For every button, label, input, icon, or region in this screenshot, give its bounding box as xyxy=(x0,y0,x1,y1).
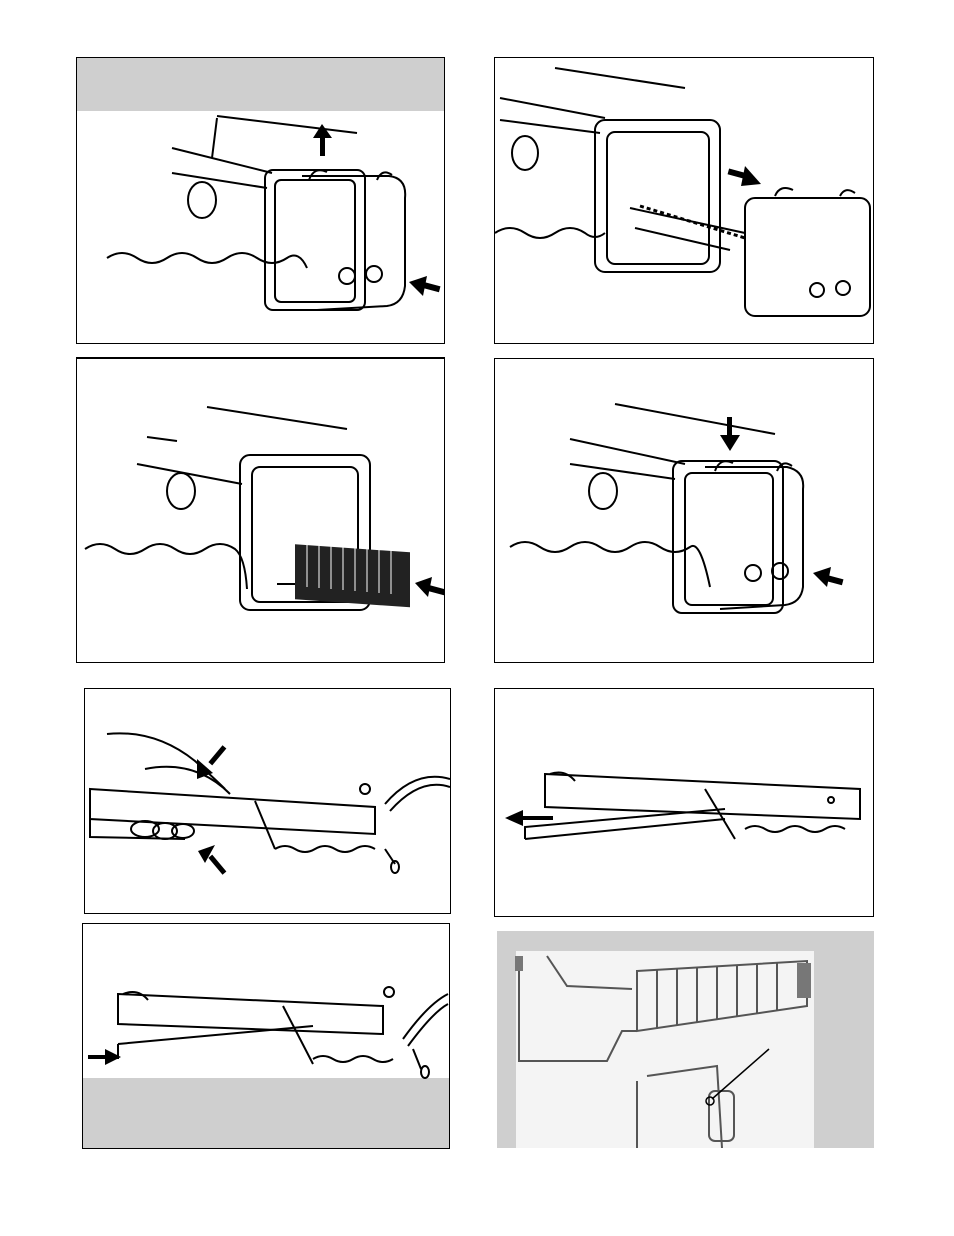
figure-4-illustration xyxy=(495,359,874,663)
arrow-right-icon xyxy=(728,166,761,186)
figure-5-panel xyxy=(84,688,451,914)
figure-1-illustration xyxy=(77,58,445,344)
figure-5-illustration xyxy=(85,689,451,914)
figure-6-panel xyxy=(494,688,874,917)
arrow-left-icon xyxy=(415,577,445,597)
figure-8-illustration xyxy=(497,931,874,1148)
arrow-down-icon xyxy=(197,745,226,779)
figure-3-illustration xyxy=(77,359,445,663)
figure-8-panel xyxy=(497,931,874,1148)
figure-2-panel xyxy=(494,57,874,344)
arrow-left-icon xyxy=(505,810,553,826)
figure-1-panel xyxy=(76,57,445,344)
arrow-left-icon xyxy=(813,567,843,587)
figure-4-panel xyxy=(494,358,874,663)
arrow-down-icon xyxy=(720,417,740,451)
figure-3-panel xyxy=(76,357,445,663)
arrow-up-icon xyxy=(198,845,226,875)
figure-6-illustration xyxy=(495,689,874,917)
arrow-right-icon xyxy=(88,1049,121,1065)
figure-2-illustration xyxy=(495,58,874,344)
pointer-line-icon xyxy=(706,1049,769,1105)
figure-7-illustration xyxy=(83,924,450,1149)
staple-strip xyxy=(295,544,410,607)
arrow-left-icon xyxy=(409,276,440,296)
figure-7-panel xyxy=(82,923,450,1149)
